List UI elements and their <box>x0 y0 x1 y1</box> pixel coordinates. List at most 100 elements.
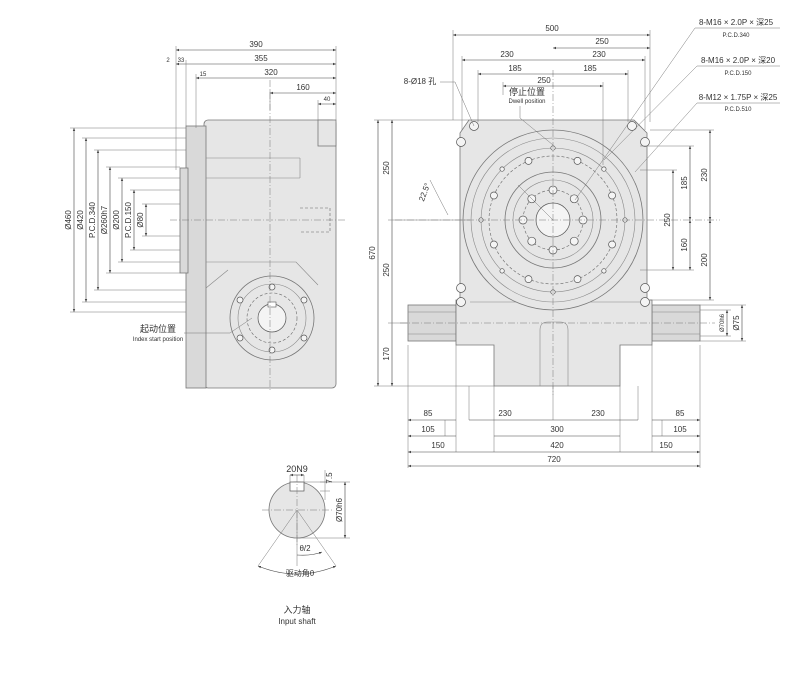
input-shaft-title: 入力轴 <box>283 604 310 615</box>
front-dim-500: 500 <box>545 24 559 33</box>
front-dim-230-r: 230 <box>592 50 606 59</box>
side-top-step <box>317 119 337 147</box>
bolt-hole <box>490 240 498 249</box>
front-dim-85-r: 85 <box>676 409 685 418</box>
side-center-lines <box>170 80 345 390</box>
dwell-label-en: Dwell position <box>508 99 545 105</box>
side-view: 390 2 33 355 15 320 160 40 Ø460 Ø420 P.C… <box>64 40 345 390</box>
front-dim-160-v: 160 <box>680 238 689 252</box>
side-input-hole <box>236 334 244 342</box>
side-input-hole <box>236 296 244 304</box>
front-dim-670: 670 <box>368 246 377 260</box>
corner-hole <box>456 283 466 293</box>
bolt-hole <box>569 194 579 204</box>
front-dim-420: 420 <box>550 441 564 450</box>
front-dim-300: 300 <box>550 425 564 434</box>
front-dim-250-v: 250 <box>663 213 672 227</box>
callout-1-thread: 8-M16 × 2.0P × 深25 <box>699 18 774 27</box>
side-dim-390: 390 <box>249 40 263 49</box>
front-dim-230-l: 230 <box>500 50 514 59</box>
side-dim-d200: Ø200 <box>112 210 121 230</box>
side-dim-15: 15 <box>200 72 207 78</box>
front-dim-250: 250 <box>595 37 609 46</box>
callout-1-pcd: P.C.D.340 <box>723 33 751 39</box>
side-dim-d460: Ø460 <box>64 210 73 230</box>
front-dim-250-mid: 250 <box>382 263 391 277</box>
bolt-hole <box>601 166 607 172</box>
bolt-hole <box>601 268 607 274</box>
front-dim-185-l: 185 <box>508 64 522 73</box>
bolt-hole <box>569 236 579 246</box>
front-dim-230-bl: 230 <box>498 409 512 418</box>
side-pilot <box>179 167 189 274</box>
front-dim-230-v: 230 <box>700 168 709 182</box>
corner-hole <box>456 137 466 147</box>
side-keyway <box>267 301 277 308</box>
input-shaft-detail: 20N9 7.5 Ø70h6 θ/2 驱动角θ 入力轴 Input shaft <box>257 464 350 626</box>
corner-hole <box>640 283 650 293</box>
angle-label: 22.5° <box>417 182 432 203</box>
front-dim-720: 720 <box>547 455 561 464</box>
side-dim-pcd340: P.C.D.340 <box>88 202 97 238</box>
bolt-hole <box>608 191 616 200</box>
side-dim-40: 40 <box>324 97 331 103</box>
corner-hole <box>456 297 466 307</box>
front-dim-185-r: 185 <box>583 64 597 73</box>
index-start-label: 起动位置 <box>140 323 176 334</box>
bolt-hole <box>573 157 582 165</box>
side-input-hole <box>300 296 308 304</box>
half-angle-label: θ/2 <box>299 544 311 553</box>
callout-3-pcd: P.C.D.510 <box>725 107 753 113</box>
dwell-label: 停止位置 <box>509 86 545 97</box>
side-dim-160: 160 <box>296 83 310 92</box>
side-input-shaft <box>257 303 287 333</box>
side-dim-2: 2 <box>166 58 170 64</box>
corner-hole <box>640 297 650 307</box>
inner-hole-group <box>518 185 588 255</box>
bolt-hole <box>524 157 533 165</box>
front-dim-150-r: 150 <box>659 441 673 450</box>
front-dim-85-l: 85 <box>424 409 433 418</box>
bolt-hole <box>524 275 533 283</box>
side-input-hole <box>268 283 276 291</box>
drive-angle-label: 驱动角θ <box>286 568 315 578</box>
callout-3-thread: 8-M12 × 1.75P × 深25 <box>699 93 778 102</box>
hole-label: 8-Ø18 孔 <box>404 77 436 86</box>
side-input-pcd <box>246 292 298 344</box>
side-lower-edges <box>205 261 319 289</box>
bolt-hole <box>573 275 582 283</box>
front-dim-250-c: 250 <box>537 76 551 85</box>
side-dim-33: 33 <box>178 58 185 64</box>
front-dim-250-top: 250 <box>382 161 391 175</box>
front-dim-150-l: 150 <box>431 441 445 450</box>
side-dim-d260: Ø260h7 <box>100 205 109 234</box>
index-start-label-en: Index start position <box>133 337 183 343</box>
shaft-key-label: 20N9 <box>286 464 308 474</box>
front-dim-d70h6: Ø70h6 <box>720 313 726 332</box>
corner-hole <box>640 137 650 147</box>
side-dim-355: 355 <box>254 54 268 63</box>
bolt-hole <box>499 268 505 274</box>
side-dim-d80: Ø80 <box>136 212 145 228</box>
front-dim-170: 170 <box>382 347 391 361</box>
front-dim-200-v: 200 <box>700 253 709 267</box>
front-dim-230-br: 230 <box>591 409 605 418</box>
front-dim-105-l: 105 <box>421 425 435 434</box>
front-dim-105-r: 105 <box>673 425 687 434</box>
side-dim-320: 320 <box>264 68 278 77</box>
corner-hole <box>627 121 637 131</box>
bolt-hole <box>608 240 616 249</box>
callout-2-thread: 8-M16 × 2.0P × 深20 <box>701 56 776 65</box>
bolt-hole <box>527 236 537 246</box>
front-dim-d75: Ø75 <box>732 315 741 331</box>
side-dim-pcd150: P.C.D.150 <box>124 202 133 238</box>
callout-2-pcd: P.C.D.150 <box>725 71 753 77</box>
side-dim-d420: Ø420 <box>76 210 85 230</box>
shaft-depth-label: 7.5 <box>325 472 334 484</box>
side-input-hole <box>300 334 308 342</box>
shaft-dia-label: Ø70h6 <box>335 497 344 522</box>
side-input-hole <box>268 346 276 354</box>
front-dim-185-v: 185 <box>680 176 689 190</box>
bolt-hole <box>499 166 505 172</box>
side-inner-edges <box>206 157 301 179</box>
